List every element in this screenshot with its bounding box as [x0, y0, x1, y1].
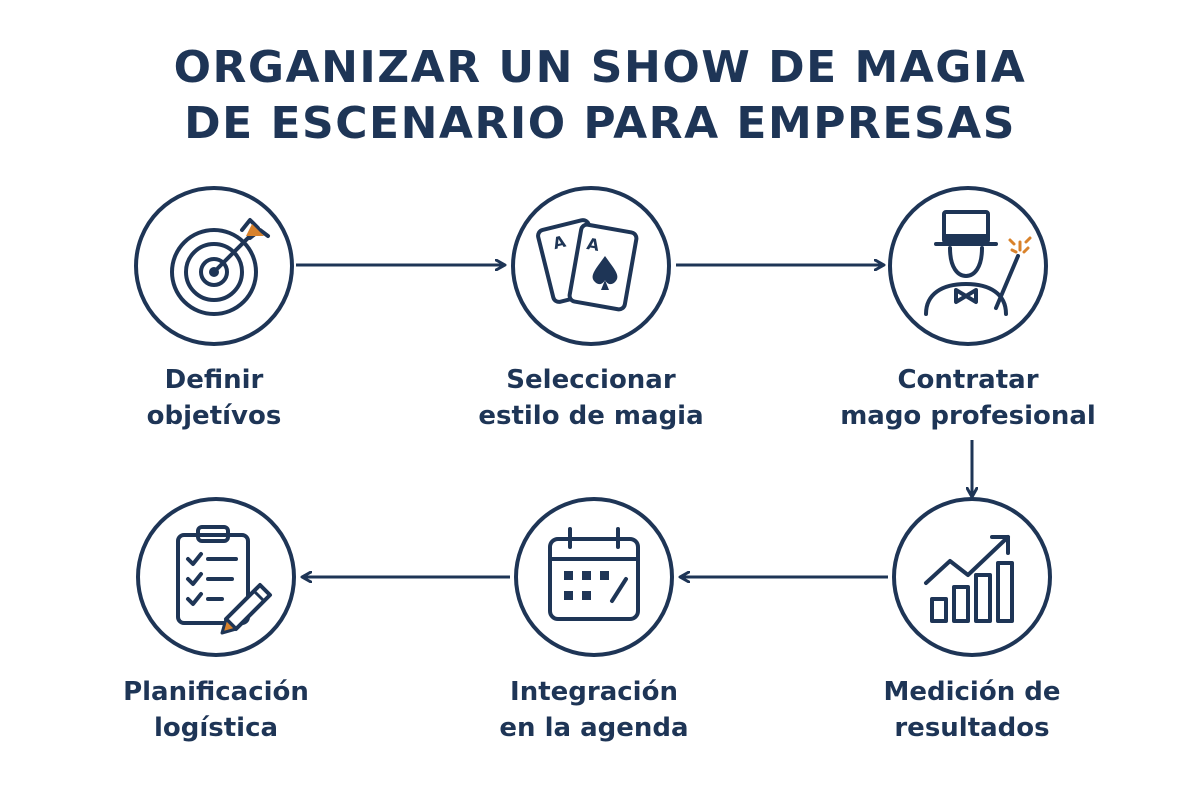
checklist-icon: [176, 525, 272, 635]
step-label-hire-magician: Contratar mago profesional: [840, 365, 1096, 431]
clipboard-icon: [176, 533, 250, 625]
calendar-icon: [548, 527, 640, 621]
step-node-hire-magician: [888, 186, 1048, 346]
step-node-measure-results: [892, 497, 1052, 657]
magic-wand-icon: [994, 254, 1020, 310]
step-node-define-objectives: [134, 186, 294, 346]
sparkle-icon: [1008, 236, 1032, 254]
card-letter-front: A: [585, 234, 601, 255]
step-node-logistics-planning: [136, 497, 296, 657]
page-title: ORGANIZAR UN SHOW DE MAGIA DE ESCENARIO …: [0, 40, 1200, 152]
spade-icon: [592, 256, 618, 285]
step-node-select-magic-style: A A: [511, 186, 671, 346]
magician-icon: [924, 210, 1032, 316]
playing-cards-icon: A A: [536, 218, 639, 312]
pencil-icon: [610, 577, 628, 603]
target-icon: [170, 218, 270, 316]
growth-chart-icon: [924, 535, 1014, 623]
step-label-agenda-integration: Integración en la agenda: [499, 677, 689, 743]
step-label-select-magic-style: Seleccionar estilo de magia: [478, 365, 704, 431]
step-label-define-objectives: Definir objetívos: [146, 365, 282, 431]
step-node-agenda-integration: [514, 497, 674, 657]
title-line-1: ORGANIZAR UN SHOW DE MAGIA: [173, 42, 1027, 93]
title-line-2: DE ESCENARIO PARA EMPRESAS: [184, 98, 1016, 149]
step-label-measure-results: Medición de resultados: [883, 677, 1061, 743]
step-label-logistics-planning: Planificación logística: [123, 677, 309, 743]
pencil-icon: [220, 583, 272, 635]
card-letter-back: A: [551, 232, 568, 254]
